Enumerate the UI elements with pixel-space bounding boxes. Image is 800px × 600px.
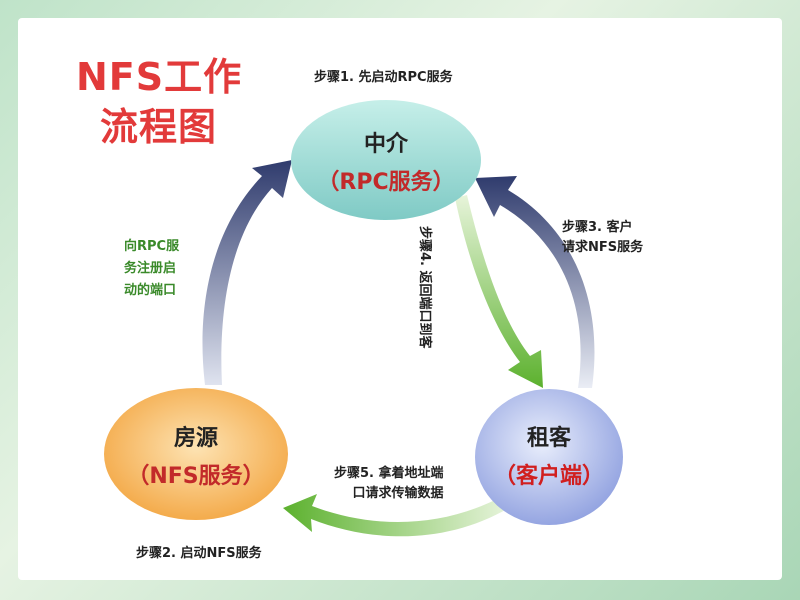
step3-line2: 请求NFS服务 (562, 240, 644, 255)
rpc-node (291, 100, 481, 220)
page-title-line2: 流程图 (100, 105, 218, 149)
step3-label: 步骤3. 客户 请求NFS服务 (562, 218, 643, 258)
step5-line1: 步骤5. 拿着地址端 (334, 466, 444, 481)
nfs-node-sub: （NFS服务） (127, 464, 265, 489)
step2-label: 步骤2. 启动NFS服务 (136, 546, 262, 561)
step1-label: 步骤1. 先启动RPC服务 (314, 70, 453, 85)
step3-line1: 步骤3. 客户 (562, 220, 633, 235)
client-node-title: 租客 (526, 426, 571, 451)
register-line1: 向RPC服 (124, 239, 180, 254)
step4-label: 步骤4. 返回端口到客 (417, 226, 432, 349)
arrow-return-port (455, 195, 543, 388)
arrow-register (202, 160, 292, 385)
register-label: 向RPC服 务注册启 动的端口 (124, 236, 179, 302)
client-node-label: 租客 （客户端） (474, 420, 624, 490)
arrow-transfer (283, 494, 512, 537)
nfs-node-title: 房源 (173, 426, 218, 451)
register-line2: 务注册启 (124, 261, 177, 276)
register-line3: 动的端口 (124, 283, 177, 298)
nfs-node-label: 房源 （NFS服务） (116, 420, 276, 490)
client-node-sub: （客户端） (493, 464, 604, 489)
rpc-node-sub: （RPC服务） (317, 170, 455, 195)
client-node (475, 389, 623, 525)
arrow-request (475, 176, 595, 388)
step5-line2: 口请求传输数据 (352, 486, 444, 501)
page-title-line1: NFS工作 (76, 55, 243, 99)
nfs-node (104, 388, 288, 520)
step5-label: 步骤5. 拿着地址端 口请求传输数据 (334, 464, 444, 504)
rpc-node-title: 中介 (363, 132, 408, 157)
rpc-node-label: 中介 （RPC服务） (306, 126, 466, 196)
